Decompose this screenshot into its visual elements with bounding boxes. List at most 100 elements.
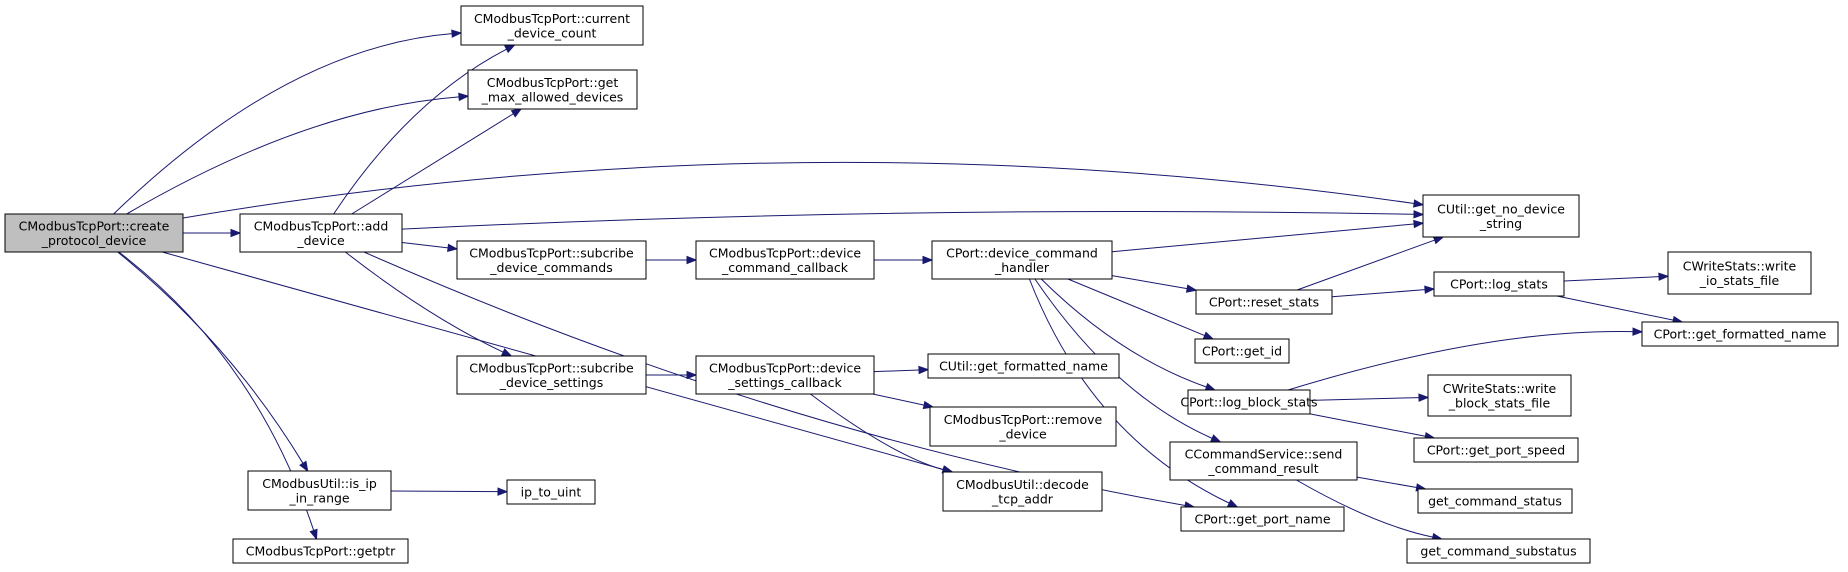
node-write_block_stats_file[interactable]: CWriteStats::write_block_stats_file [1427,374,1572,417]
node-current_device_count[interactable]: CModbusTcpPort::current_device_count [460,5,644,46]
node-box[interactable] [1194,338,1290,364]
node-device_settings_callback[interactable]: CModbusTcpPort::device_settings_callback [695,355,875,395]
node-box[interactable] [1180,506,1345,532]
edge-arrowhead [686,370,698,380]
node-box[interactable] [942,471,1103,512]
node-label-line: get_command_substatus [1420,544,1576,559]
node-box[interactable] [929,406,1117,447]
node-box[interactable] [467,69,638,110]
node-ip_to_uint[interactable]: ip_to_uint [506,479,596,505]
edge-arrowhead [510,108,523,118]
node-box[interactable] [4,213,184,253]
node-get_command_substatus[interactable]: get_command_substatus [1406,538,1591,564]
node-box[interactable] [247,470,392,511]
node-box[interactable] [695,355,875,395]
node-box[interactable] [1195,289,1333,315]
node-log_stats[interactable]: CPort::log_stats [1433,271,1565,297]
edge-line [1067,278,1205,337]
edge-line [1356,476,1417,488]
node-device_command_handler[interactable]: CPort::device_command_handler [931,240,1113,280]
node-device_command_callback[interactable]: CModbusTcpPort::device_command_callback [695,240,875,280]
node-subcribe_device_commands[interactable]: CModbusTcpPort::subcribe_device_commands [456,240,647,280]
node-get_max_allowed_devices[interactable]: CModbusTcpPort::get_max_allowed_devices [467,69,638,110]
node-subcribe_device_settings[interactable]: CModbusTcpPort::subcribe_device_settings [456,355,647,395]
node-label-line: _device_commands [489,260,612,275]
node-cutil_get_formatted_name[interactable]: CUtil::get_formatted_name [927,353,1120,379]
node-label-line: CModbusTcpPort::getptr [246,544,396,559]
node-label-line: CModbusUtil::decode [956,477,1089,492]
node-box[interactable] [1641,321,1839,347]
node-create_protocol_device[interactable]: CModbusTcpPort::create_protocol_device [4,213,184,253]
node-box[interactable] [927,353,1120,379]
node-is_ip_in_range[interactable]: CModbusUtil::is_ip_in_range [247,470,392,511]
node-label-line: _block_stats_file [1448,395,1551,410]
node-remove_device[interactable]: CModbusTcpPort::remove_device [929,406,1117,447]
edge-arrowhead [309,528,318,541]
node-box[interactable] [232,538,409,564]
node-box[interactable] [1417,488,1573,514]
node-label-line: CPort::get_formatted_name [1654,327,1827,342]
node-box[interactable] [239,213,403,253]
node-label-line: _handler [994,260,1050,275]
node-box[interactable] [506,479,596,505]
node-box[interactable] [460,5,644,46]
edge-log_stats-to-write_io_stats_file [1563,272,1670,282]
edge-arrowhead [1418,393,1430,402]
edge-line [1040,278,1207,388]
node-reset_stats[interactable]: CPort::reset_stats [1195,289,1333,315]
edge-is_ip_in_range-to-ip_to_uint [390,487,509,496]
node-get_id[interactable]: CPort::get_id [1194,338,1290,364]
node-get_command_status[interactable]: get_command_status [1417,488,1573,514]
edge-arrowhead [1202,331,1215,340]
node-box[interactable] [1667,251,1812,295]
edge-line [117,251,304,464]
edge-create_protocol_device-to-get_no_device_string [182,161,1425,219]
node-label-line: CUtil::get_no_device [1437,201,1565,216]
node-label-line: _protocol_device [41,233,147,248]
edge-arrowhead [1204,382,1217,391]
edge-arrowhead [1632,327,1644,336]
node-box[interactable] [1187,389,1311,415]
node-label-line: CModbusTcpPort::create [19,218,170,233]
node-label-line: _command_callback [721,260,849,275]
node-send_command_result[interactable]: CCommandService::send_command_result [1169,441,1358,481]
edge-line [126,96,460,215]
node-box[interactable] [1413,437,1579,463]
node-get_port_speed[interactable]: CPort::get_port_speed [1413,437,1579,463]
node-box[interactable] [1422,194,1580,238]
node-getptr[interactable]: CModbusTcpPort::getptr [232,538,409,564]
node-log_block_stats[interactable]: CPort::log_block_stats [1180,389,1318,415]
node-box[interactable] [695,240,875,280]
node-get_no_device_string[interactable]: CUtil::get_no_device_string [1422,194,1580,238]
node-box[interactable] [456,355,647,395]
node-add_device[interactable]: CModbusTcpPort::add_device [239,213,403,253]
edge-line [872,393,925,406]
edge-line [1309,397,1420,401]
node-label-line: CPort::log_block_stats [1180,395,1317,410]
node-label-line: CPort::log_stats [1450,277,1548,292]
edge-log_block_stats-to-cport_get_formatted_name [1287,327,1644,391]
edge-device_settings_callback-to-remove_device [872,393,935,410]
node-label-line: _io_stats_file [1699,273,1780,288]
node-box[interactable] [1427,374,1572,417]
node-box[interactable] [1406,538,1591,564]
edge-add_device-to-get_max_allowed_devices [351,108,523,215]
node-label-line: CModbusTcpPort::subcribe [469,360,634,375]
node-label-line: _settings_callback [727,375,842,390]
node-box[interactable] [931,240,1113,280]
edge-line [345,251,504,353]
node-label-line: CWriteStats::write [1443,381,1557,396]
node-get_port_name[interactable]: CPort::get_port_name [1180,506,1345,532]
edge-line [113,33,453,215]
node-cport_get_formatted_name[interactable]: CPort::get_formatted_name [1641,321,1839,347]
node-box[interactable] [1169,441,1358,481]
node-label-line: _device_count [507,25,597,40]
edge-reset_stats-to-log_stats [1331,285,1436,298]
node-box[interactable] [456,240,647,280]
node-write_io_stats_file[interactable]: CWriteStats::write_io_stats_file [1667,251,1812,295]
edge-log_block_stats-to-get_port_speed [1309,413,1436,441]
node-box[interactable] [1433,271,1565,297]
edge-line [1563,276,1660,282]
node-decode_tcp_addr[interactable]: CModbusUtil::decode_tcp_addr [942,471,1103,512]
